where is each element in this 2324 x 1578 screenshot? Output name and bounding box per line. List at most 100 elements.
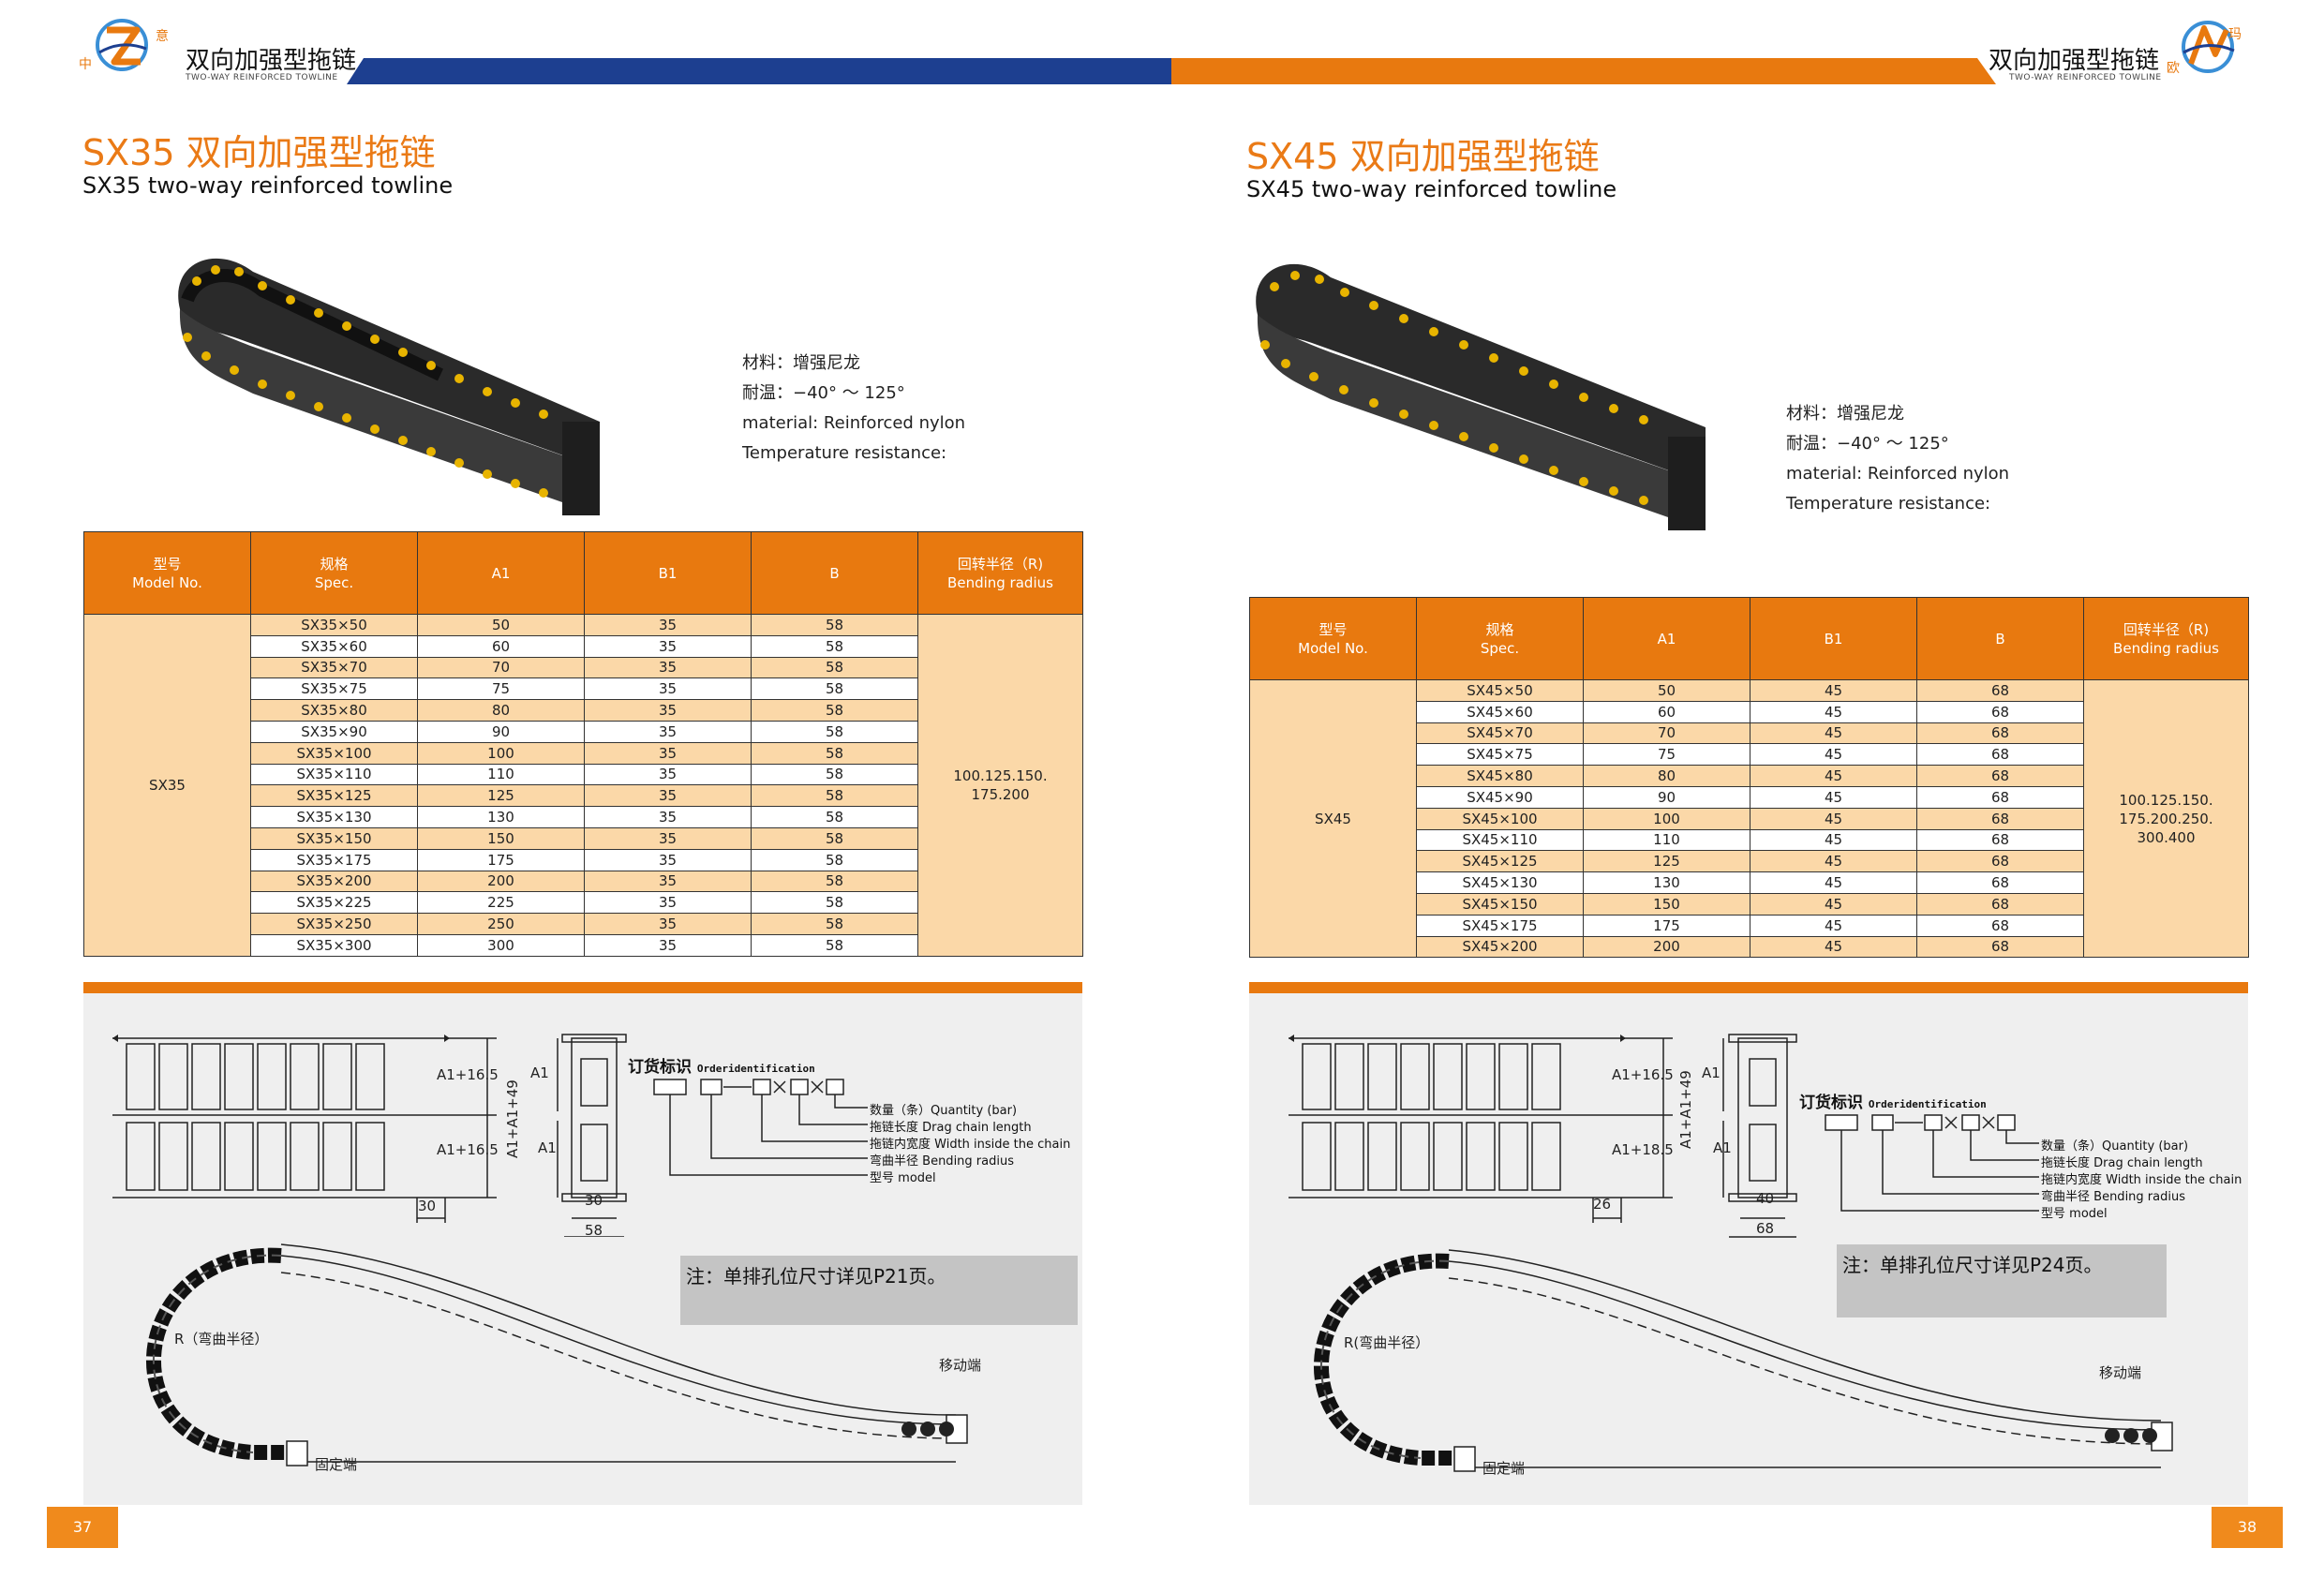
spec-cell: SX35×80: [250, 699, 418, 722]
spec-cell: SX45×130: [1416, 871, 1584, 894]
company-logo-right: [2182, 21, 2235, 73]
radius-line: 100.125.150.: [2119, 791, 2213, 809]
b1-cell: 35: [584, 699, 752, 722]
b1-cell: 45: [1750, 679, 1917, 702]
b1-cell: 45: [1750, 892, 1917, 916]
b1-cell: 45: [1750, 722, 1917, 745]
fixed-end-label: 固定端: [315, 1456, 358, 1473]
dim-a1sum: A1+A1+49: [1677, 1070, 1694, 1149]
header-color-band: [347, 58, 1996, 84]
spec-cell: SX45×90: [1416, 785, 1584, 809]
b1-cell: 35: [584, 720, 752, 743]
b1-cell: 45: [1750, 807, 1917, 830]
dim-a1-top: A1: [530, 1064, 549, 1081]
radius-line: 175.200.250.: [2119, 810, 2213, 827]
a1-cell: 80: [417, 699, 585, 722]
header-radius: 回转半径（R)Bending radius: [917, 531, 1083, 615]
b1-cell: 35: [584, 933, 752, 957]
info-line: material: Reinforced nylon: [742, 413, 966, 433]
a1-cell: 150: [1583, 892, 1750, 916]
b1-cell: 35: [584, 741, 752, 765]
info-line: 材料：增强尼龙: [742, 353, 860, 373]
spec-cell: SX35×100: [250, 741, 418, 765]
b1-cell: 35: [584, 806, 752, 828]
header-b: B: [1916, 597, 2084, 680]
spec-cell: SX35×90: [250, 720, 418, 743]
dim-b1: 40: [1756, 1190, 1775, 1207]
b1-cell: 35: [584, 677, 752, 701]
dim-pitch: 30: [418, 1198, 437, 1214]
page-title-cn: SX35 双向加强型拖链: [82, 132, 436, 173]
chain-top-view-diagram: [1289, 1034, 1797, 1238]
order-identification-title: 订货标识 Orderidentification: [628, 1058, 815, 1077]
order-line: 拖链内宽度 Width inside the chain: [870, 1138, 1071, 1152]
a1-cell: 125: [1583, 850, 1750, 873]
dim-a1b: A1+16.5: [437, 1141, 499, 1158]
radius-label: R(弯曲半径）: [1344, 1334, 1430, 1351]
model-cell: SX35: [83, 614, 251, 957]
b1-cell: 35: [584, 614, 752, 636]
spec-cell: SX45×75: [1416, 743, 1584, 767]
b1-cell: 45: [1750, 935, 1917, 959]
spec-cell: SX35×130: [250, 806, 418, 828]
spec-cell: SX35×250: [250, 913, 418, 935]
note-text: 注：单排孔位尺寸详见P21页。: [686, 1265, 946, 1288]
a1-cell: 125: [417, 784, 585, 808]
spec-cell: SX35×60: [250, 634, 418, 658]
a1-cell: 130: [1583, 871, 1750, 894]
info-line: 材料：增强尼龙: [1786, 404, 1904, 424]
diagram-panel: [83, 982, 1082, 1505]
order-line: 弯曲半径 Bending radius: [870, 1154, 1014, 1169]
order-line: 数量（条）Quantity (bar): [870, 1104, 1018, 1118]
spec-cell: SX45×125: [1416, 850, 1584, 873]
spec-cell: SX45×50: [1416, 679, 1584, 702]
b-cell: 58: [751, 656, 918, 679]
a1-cell: 130: [417, 806, 585, 828]
b1-cell: 45: [1750, 850, 1917, 873]
header-title-en-right: TWO-WAY REINFORCED TOWLINE: [2009, 73, 2162, 82]
dim-a1-top: A1: [1702, 1064, 1721, 1081]
radius-line: 300.400: [2137, 828, 2196, 846]
b-cell: 68: [1916, 935, 2084, 959]
a1-cell: 60: [1583, 700, 1750, 723]
b1-cell: 35: [584, 784, 752, 808]
page-title-cn-right: SX45 双向加强型拖链: [1246, 136, 1600, 177]
b-cell: 58: [751, 913, 918, 935]
a1-cell: 70: [417, 656, 585, 679]
dim-b: 58: [585, 1222, 603, 1239]
dim-b: 68: [1756, 1220, 1775, 1237]
b1-cell: 45: [1750, 871, 1917, 894]
b-cell: 58: [751, 677, 918, 701]
b-cell: 68: [1916, 807, 2084, 830]
a1-cell: 150: [417, 826, 585, 850]
logo-char-zhong: 中: [79, 57, 92, 72]
a1-cell: 250: [417, 913, 585, 935]
spec-cell: SX35×70: [250, 656, 418, 679]
dim-a1b: A1+18.5: [1612, 1141, 1674, 1158]
spec-cell: SX35×125: [250, 784, 418, 808]
order-identification-title: 订货标识 Orderidentification: [1799, 1094, 1987, 1112]
b-cell: 58: [751, 891, 918, 915]
b1-cell: 45: [1750, 914, 1917, 937]
page-number: 38: [2212, 1507, 2283, 1548]
b-cell: 68: [1916, 743, 2084, 767]
b-cell: 68: [1916, 828, 2084, 852]
spec-cell: SX35×200: [250, 870, 418, 893]
b1-cell: 45: [1750, 785, 1917, 809]
b-cell: 58: [751, 784, 918, 808]
b-cell: 68: [1916, 850, 2084, 873]
